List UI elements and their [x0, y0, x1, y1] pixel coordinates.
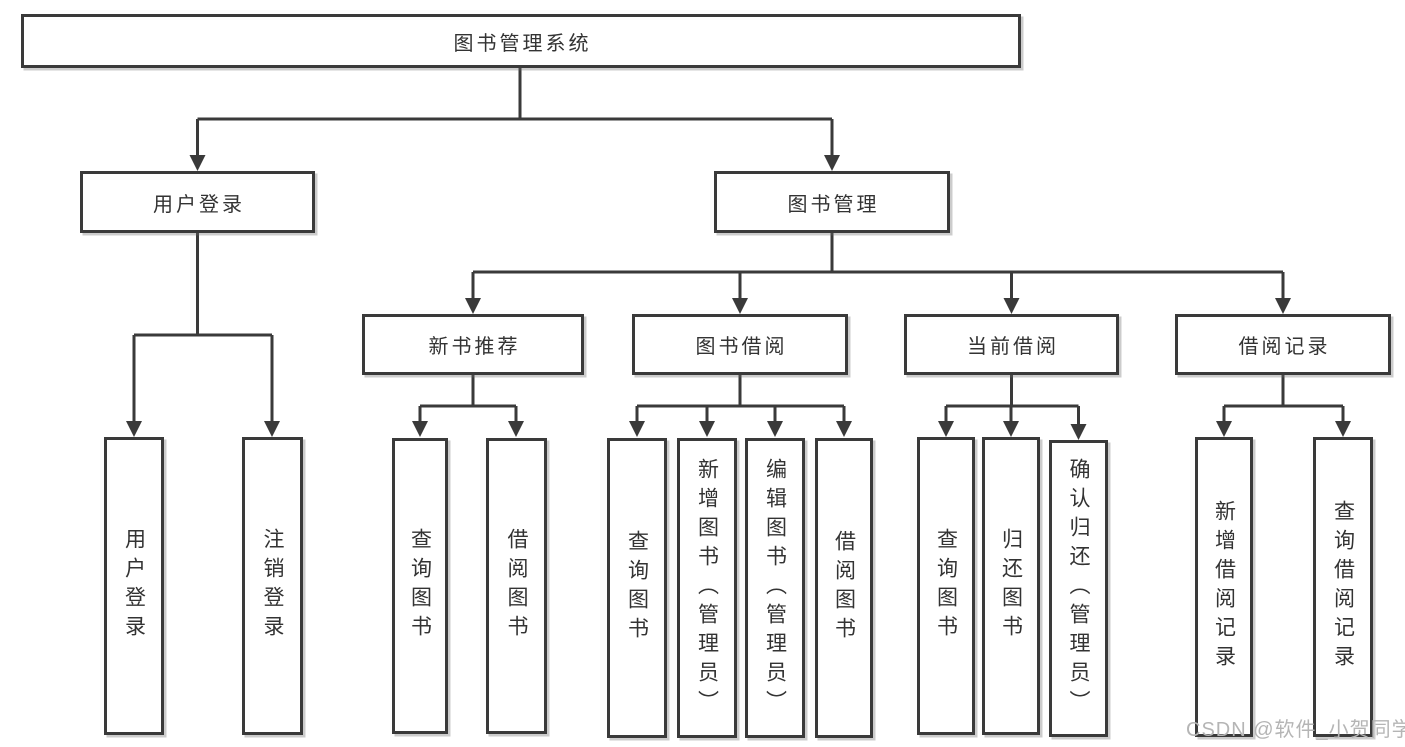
leaf-add-book-admin: 新增图书（管理员） [677, 438, 737, 738]
leaf-borrow-books: 借阅图书 [815, 438, 873, 738]
leaf-query-books-recommend: 查询图书 [392, 438, 448, 734]
connector-path-level2 [196, 68, 834, 158]
connector-path-borrow-group [635, 375, 846, 424]
connector-path-recommend-group [418, 375, 518, 424]
node-current-borrow: 当前借阅 [904, 314, 1119, 375]
connector-path-level3 [471, 233, 1285, 301]
leaf-query-borrow-record: 查询借阅记录 [1313, 437, 1373, 737]
leaf-return-books: 归还图书 [982, 437, 1040, 735]
node-user-login: 用户登录 [80, 171, 315, 233]
node-root: 图书管理系统 [21, 14, 1021, 68]
leaf-edit-book-admin: 编辑图书（管理员） [745, 438, 805, 738]
leaf-query-books-borrow: 查询图书 [607, 438, 667, 738]
node-borrow-records: 借阅记录 [1175, 314, 1391, 375]
connector-path-record-group [1222, 375, 1345, 424]
leaf-borrow-books-recommend: 借阅图书 [486, 438, 547, 734]
node-book-management: 图书管理 [714, 171, 950, 233]
leaf-user-login: 用户登录 [104, 437, 164, 735]
leaf-logout: 注销登录 [242, 437, 303, 735]
leaf-query-books-current: 查询图书 [917, 437, 975, 735]
csdn-watermark: CSDN @软件_小贺同学 [1186, 719, 1405, 741]
leaf-confirm-return-admin: 确认归还（管理员） [1049, 440, 1108, 737]
node-book-borrow: 图书借阅 [632, 314, 848, 375]
connector-path-current-group [944, 375, 1080, 427]
node-new-book-recommend: 新书推荐 [362, 314, 584, 375]
connector-path-login-group [132, 233, 274, 424]
leaf-add-borrow-record: 新增借阅记录 [1195, 437, 1253, 737]
